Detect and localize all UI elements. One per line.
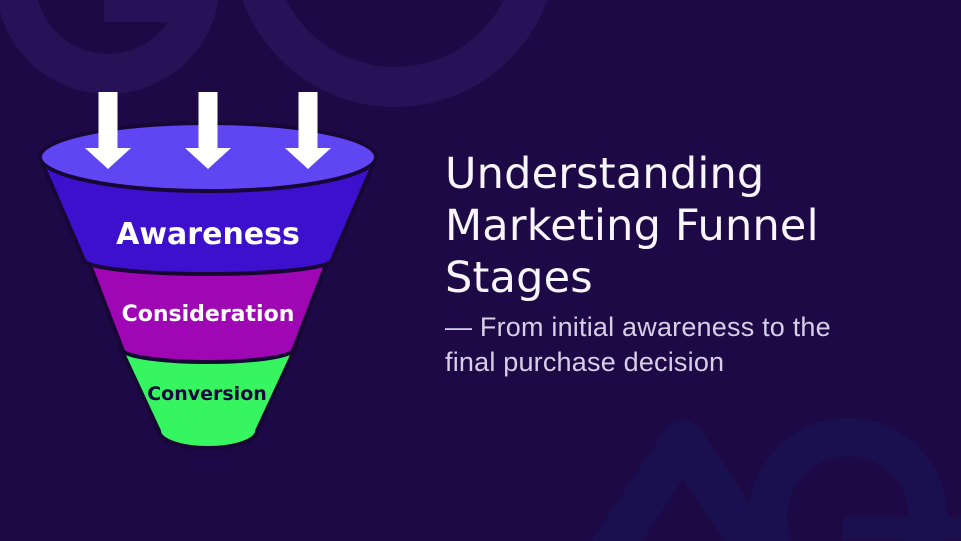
page-subtitle: — From initial awareness to the final pu… bbox=[445, 310, 945, 380]
arrow-down-icon bbox=[185, 92, 231, 169]
incoming-arrows bbox=[85, 92, 331, 169]
stage-label-conversion: Conversion bbox=[147, 383, 267, 405]
subtitle-line: final purchase decision bbox=[445, 347, 725, 377]
headline-block: Understanding Marketing Funnel Stages — … bbox=[445, 148, 945, 380]
stage-label-awareness: Awareness bbox=[116, 217, 300, 252]
watermark-arc-top-center bbox=[242, 0, 548, 107]
watermark-g-bar-top-left bbox=[104, 0, 200, 22]
stage-label-consideration: Consideration bbox=[122, 302, 295, 327]
title-line: Marketing Funnel bbox=[445, 201, 819, 251]
title-line: Understanding bbox=[445, 149, 765, 199]
marketing-funnel-diagram: Awareness Consideration Conversion bbox=[38, 92, 378, 450]
watermark-g-bar-bottom-right bbox=[843, 517, 961, 540]
page-title: Understanding Marketing Funnel Stages bbox=[445, 148, 945, 304]
subtitle-line: — From initial awareness to the bbox=[445, 312, 831, 342]
arrow-down-icon bbox=[285, 92, 331, 169]
watermark-g-circle-top-left bbox=[0, 0, 219, 94]
title-line: Stages bbox=[445, 253, 593, 303]
watermark-caret-bottom-right bbox=[591, 420, 776, 541]
arrow-down-icon bbox=[85, 92, 131, 169]
